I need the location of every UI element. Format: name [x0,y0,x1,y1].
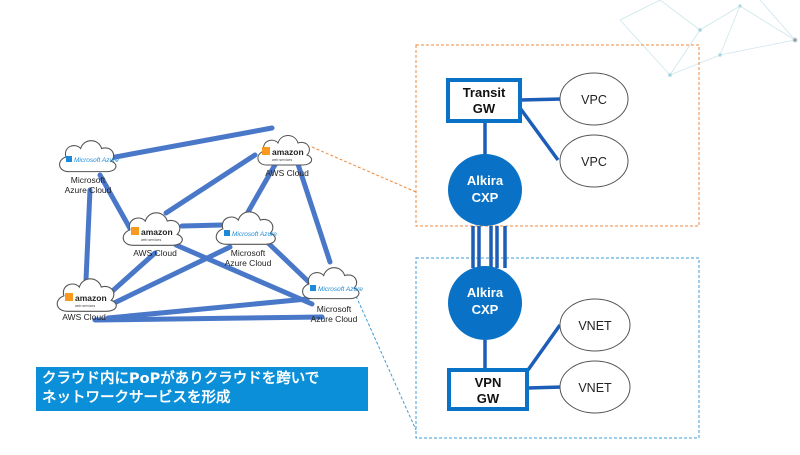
aws-logo-subtext: web services [75,304,95,308]
cloud-label-line2: Azure Cloud [225,258,272,268]
cloud-outline-icon [302,267,360,300]
aws-logo-text: amazon [141,227,173,237]
azure-callout-line [351,286,417,431]
vpn-gw-line2: GW [477,391,500,406]
aws-cloud-bottom: amazon web services AWS Cloud [56,278,117,322]
aws-cloud-mid: amazon web services AWS Cloud [122,212,183,258]
aws-logo-text: amazon [75,293,107,303]
aws-cloud-top: amazon web services AWS Cloud [257,135,313,178]
aws-logo-icon: amazon web services [65,293,107,308]
azure-logo-text: Microsoft Azure [74,157,119,164]
aws-logo-text: amazon [272,147,304,157]
transit-gw-node: Transit GW [446,78,522,123]
vpc-node-2: VPC [559,134,629,188]
vpc-label: VPC [581,155,607,169]
banner-line1: クラウド内にPoPがありクラウドを跨いで [42,371,320,387]
azure-logo-text: Microsoft Azure [232,231,277,238]
cloud-label-line2: Azure Cloud [65,185,112,195]
cloud-label: AWS Cloud [133,248,177,258]
azure-region-frame [415,257,700,439]
network-mesh-decoration-icon [619,0,798,78]
cloud-label-line1: Microsoft [71,175,106,185]
azure-logo-icon: Microsoft Azure [224,230,277,238]
cloud-label-line1: Microsoft [317,304,352,314]
banner-line2: ネットワークサービスを形成 [42,390,231,406]
cloud-mesh-links [83,125,333,323]
azure-logo-text: Microsoft Azure [318,286,363,293]
azure-logo-icon: Microsoft Azure [66,156,119,164]
cloud-label: AWS Cloud [62,312,106,322]
azure-cloud-mid: Microsoft Azure Microsoft Azure Cloud [215,211,277,268]
azure-cloud-right: Microsoft Azure Microsoft Azure Cloud [302,267,363,324]
vnet-node-2: VNET [559,360,631,414]
aws-logo-subtext: web services [272,158,292,162]
cxp-line2: CXP [472,302,499,317]
service-links [471,97,563,390]
summary-banner: クラウド内にPoPがありクラウドを跨いで ネットワークサービスを形成 [36,367,368,411]
alkira-cxp-azure: Alkira CXP [448,266,522,340]
vnet-node-1: VNET [559,298,631,352]
transit-gw-line2: GW [473,101,496,116]
cloud-label-line2: Azure Cloud [311,314,358,324]
aws-region-frame [415,44,700,227]
aws-logo-icon: amazon web services [262,147,304,162]
transit-gw-line1: Transit [463,85,506,100]
vpn-gw-node: VPN GW [447,368,529,411]
vpc-label: VPC [581,93,607,107]
cxp-line1: Alkira [467,285,504,300]
azure-cloud-top-left: Microsoft Azure Microsoft Azure Cloud [59,140,119,195]
azure-logo-icon: Microsoft Azure [310,285,363,293]
vnet-label: VNET [578,381,612,395]
aws-logo-icon: amazon web services [131,227,173,242]
aws-callout-line [311,146,417,193]
cloud-label: AWS Cloud [265,168,309,178]
alkira-cxp-aws: Alkira CXP [448,154,522,226]
vpc-node-1: VPC [559,72,629,126]
cxp-line2: CXP [472,190,499,205]
vnet-label: VNET [578,319,612,333]
cloud-outline-icon [215,211,276,245]
aws-logo-subtext: web services [141,238,161,242]
cloud-label-line1: Microsoft [231,248,266,258]
vpn-gw-line1: VPN [475,375,502,390]
cxp-line1: Alkira [467,173,504,188]
